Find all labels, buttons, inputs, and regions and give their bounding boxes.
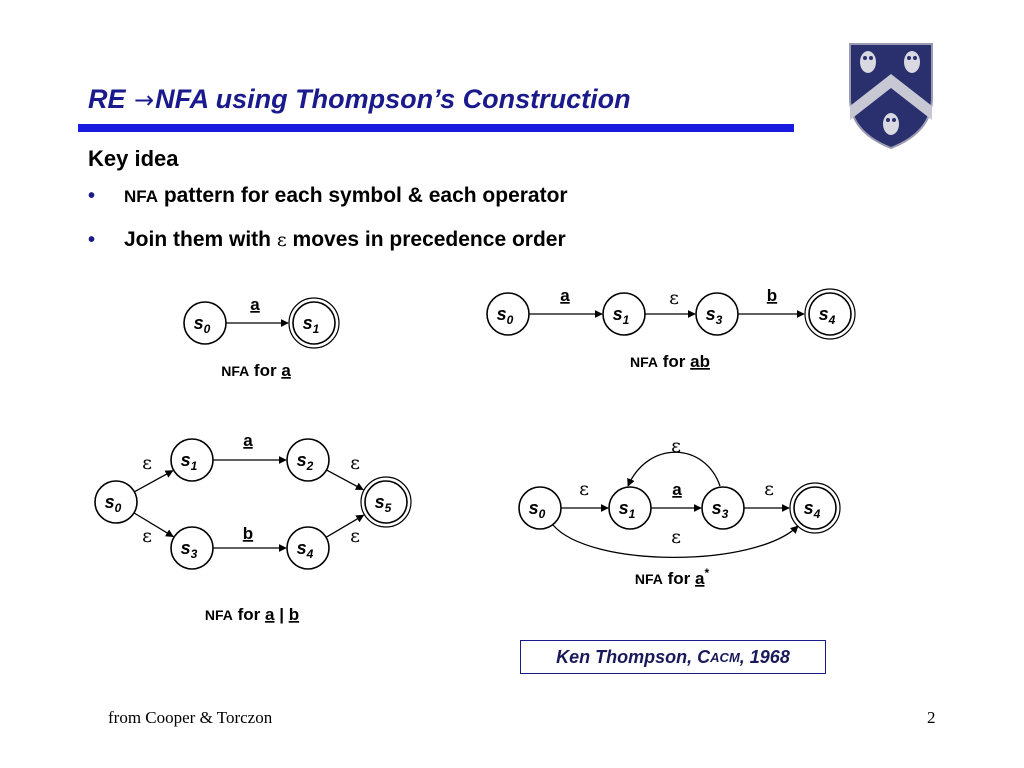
- nfa_a_or_b-state-s1: s1: [170, 438, 214, 482]
- nfa_a_or_b-state-s2: s2: [286, 438, 330, 482]
- bullet-text-pre: Join them with: [124, 228, 277, 251]
- nfa_a_or_b-transition-s0-s3: [133, 512, 174, 538]
- nfa_ab-label-s1-s3: ε: [669, 287, 679, 309]
- bullet-marker: •: [88, 185, 96, 207]
- footer-source: from Cooper & Torczon: [108, 708, 273, 727]
- nfa_a-label-s0-s1: a: [250, 295, 260, 314]
- nfa_a_or_b-label-s2-s5: ε: [350, 452, 360, 474]
- bullet-marker: •: [88, 229, 96, 251]
- nfa_a_star-state-s3: s3: [701, 486, 745, 530]
- nfa_a_or_b-state-s4: s4: [286, 526, 330, 570]
- bullet-text: pattern for each symbol & each operator: [158, 184, 568, 207]
- nfa_a_star-label-s3-s1: ε: [671, 435, 681, 457]
- nfa_ab-state-s4: s4: [804, 288, 856, 340]
- page-number: 2: [927, 708, 936, 727]
- nfa_a_or_b-label-s1-s2: a: [243, 431, 253, 450]
- nfa_a_or_b-label-s4-s5: ε: [350, 525, 360, 547]
- citation-post: , 1968: [739, 646, 790, 667]
- nfa_ab-state-s0: s0: [486, 292, 530, 336]
- nfa_a_or_b-transition-s0-s1: [134, 470, 174, 493]
- nfa_a-caption: NFA for a: [221, 361, 291, 380]
- title-suffix: NFA using Thompson’s Construction: [155, 84, 631, 114]
- key-idea-heading: Key idea: [88, 146, 179, 171]
- nfa_a_star-transition-s0-s4: [552, 524, 799, 558]
- nfa_a_star-state-s4: s4: [789, 482, 841, 534]
- right-arrow-icon: →: [134, 86, 155, 114]
- nfa_a_or_b-label-s3-s4: b: [243, 524, 253, 543]
- bullet-text-post: moves in precedence order: [286, 228, 566, 251]
- slide-title: RE →NFA using Thompson’s Construction: [88, 82, 631, 117]
- nfa_a_star-label-s3-s4: ε: [764, 478, 774, 500]
- nfa_a_star-caption: NFA for a*: [635, 566, 710, 588]
- nfa_a_star-label-s0-s4: ε: [671, 526, 681, 548]
- nfa_a_or_b-label-s0-s1: ε: [142, 452, 152, 474]
- citation-small-caps: ACM: [710, 649, 740, 665]
- nfa_ab-label-s0-s1: a: [560, 286, 570, 305]
- title-rule: [78, 124, 794, 132]
- nfa_a_star-transition-s3-s1: [627, 451, 721, 487]
- nfa_a_star-label-s0-s1: ε: [579, 478, 589, 500]
- nfa_a-state-s1: s1: [288, 297, 340, 349]
- nfa_ab-caption: NFA for ab: [630, 352, 710, 371]
- nfa_ab-state-s1: s1: [602, 292, 646, 336]
- citation-pre: Ken Thompson, C: [556, 646, 711, 667]
- epsilon-symbol: ε: [276, 229, 287, 251]
- nfa_ab-state-s3: s3: [695, 292, 739, 336]
- nfa_a_or_b-transition-s4-s5: [325, 514, 365, 538]
- bullet-nfa-pattern: • NFA pattern for each symbol & each oper…: [88, 182, 568, 211]
- nfa_a_or_b-state-s3: s3: [170, 526, 214, 570]
- nfa_a_or_b-state-s0: s0: [94, 480, 138, 524]
- nfa_a_star-state-s1: s1: [608, 486, 652, 530]
- nfa_a_or_b-label-s0-s3: ε: [142, 525, 152, 547]
- bullet-nfa-label: NFA: [124, 187, 158, 206]
- nfa_a_or_b-state-s5: s5: [360, 476, 412, 528]
- title-prefix: RE: [88, 84, 134, 114]
- nfa_a_or_b-transition-s2-s5: [326, 469, 364, 491]
- nfa_ab-label-s3-s4: b: [767, 286, 777, 305]
- nfa_a_or_b-caption: NFA for a | b: [205, 605, 299, 624]
- nfa_a_star-label-s1-s3: a: [672, 480, 682, 499]
- bullet-join-epsilon: • Join them with ε moves in precedence or…: [88, 226, 566, 254]
- nfa_a-state-s0: s0: [183, 301, 227, 345]
- university-shield-icon: [849, 43, 933, 150]
- nfa_a_star-state-s0: s0: [518, 486, 562, 530]
